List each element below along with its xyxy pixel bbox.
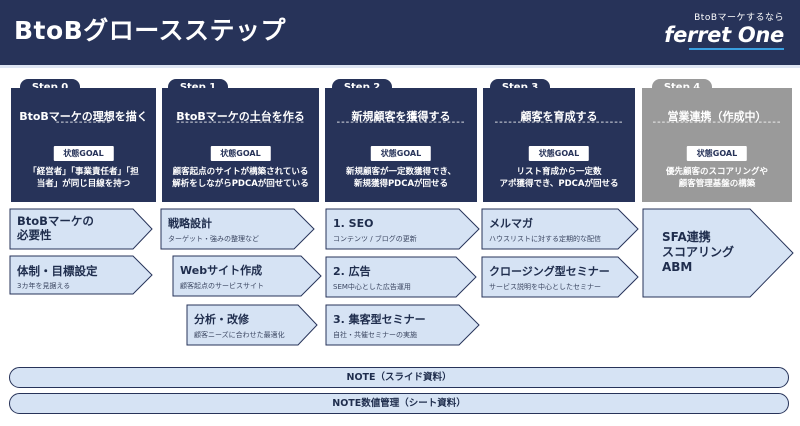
- step-2-goal-text: 新規顧客が一定数獲得でき、 新規獲得PDCAが回せる: [346, 167, 456, 189]
- step-2-item-seminar: 3. 集客型セミナー 自社・共催セミナーの実施: [325, 304, 480, 346]
- brand-logo: BtoBマーケするなら ferret One: [664, 10, 784, 50]
- step-4-item-sales-title: SFA連携 スコアリング ABM: [662, 230, 735, 274]
- step-1-goal-badge: 状態GOAL: [210, 146, 271, 161]
- step-1-goal-text: 顧客起点のサイトが構築されている 解析をしながらPDCAが回せている: [172, 167, 309, 189]
- step-1-divider: ----------------------------: [175, 118, 306, 128]
- step-1-item-strategy-sub: ターゲット・強みの整理など: [168, 235, 259, 243]
- step-3-item-newsletter: メルマガ ハウスリストに対する定期的な配信: [481, 208, 639, 250]
- step-3-divider: ----------------------------: [494, 118, 624, 128]
- step-1-panel: BtoBマーケの土台を作る --------------------------…: [162, 88, 319, 202]
- step-0-divider: ------------: [55, 118, 112, 128]
- step-0-item-structure-sub: 3カ年を見据える: [17, 282, 71, 290]
- step-2-item-ads: 2. 広告 SEM中心とした広告運用: [325, 256, 477, 298]
- step-2-item-seo: 1. SEO コンテンツ / ブログの更新: [325, 208, 480, 250]
- step-3-panel: 顧客を育成する ---------------------------- 状態G…: [483, 88, 635, 202]
- step-2-panel: 新規顧客を獲得する ---------------------------- 状…: [325, 88, 477, 202]
- step-2-item-seminar-title: 3. 集客型セミナー: [333, 313, 426, 326]
- step-3-item-newsletter-title: メルマガ: [489, 217, 533, 230]
- step-3-item-newsletter-sub: ハウスリストに対する定期的な配信: [489, 235, 601, 243]
- step-2-title: 新規顧客を獲得する: [351, 110, 451, 123]
- step-1-item-analysis: 分析・改修 顧客ニーズに合わせた最適化: [186, 304, 318, 346]
- step-2-item-seminar-sub: 自社・共催セミナーの実施: [333, 331, 417, 339]
- step-0-goal-text: 「経営者」「事業責任者」「担 当者」が同じ目線を持つ: [28, 167, 139, 189]
- step-3-title: 顧客を育成する: [520, 110, 598, 123]
- step-4-title: 営業連携（作成中）: [667, 110, 767, 123]
- step-0-item-necessity-title: BtoBマーケの 必要性: [17, 214, 94, 242]
- step-4-goal-badge: 状態GOAL: [686, 146, 748, 161]
- header-divider: [0, 65, 800, 68]
- brand-logo-text: ferret One: [664, 23, 784, 47]
- page-title: BtoBグロースステップ: [14, 16, 286, 45]
- step-3-item-closing-seminar-sub: サービス説明を中心としたセミナー: [489, 283, 601, 291]
- step-4-divider: ----------------------------: [652, 118, 782, 128]
- step-2-item-seo-title: 1. SEO: [333, 217, 374, 230]
- step-1-title: BtoBマーケの土台を作る: [176, 110, 305, 123]
- step-3-goal-text: リスト育成から一定数 アポ獲得でき、PDCAが回せる: [499, 167, 619, 189]
- step-0-panel: BtoBマーケの理想を描く ------------ 状態GOAL 「経営者」「…: [11, 88, 156, 202]
- step-1-item-analysis-sub: 顧客ニーズに合わせた最適化: [194, 331, 285, 339]
- step-1-item-website: Webサイト作成 顧客起点のサービスサイト: [172, 255, 322, 297]
- step-3-item-closing-seminar: クロージング型セミナー サービス説明を中心としたセミナー: [481, 256, 639, 298]
- step-0-item-structure-title: 体制・目標設定: [17, 264, 98, 278]
- step-2-item-seo-sub: コンテンツ / ブログの更新: [333, 235, 417, 243]
- header-bar: BtoBグロースステップ BtoBマーケするなら ferret One: [0, 0, 800, 65]
- step-2-goal-badge: 状態GOAL: [370, 146, 432, 161]
- step-3-item-closing-seminar-title: クロージング型セミナー: [489, 265, 610, 278]
- step-1-item-analysis-title: 分析・改修: [194, 313, 249, 326]
- step-2-divider: ----------------------------: [336, 118, 466, 128]
- brand-underline: [689, 48, 784, 50]
- step-3-goal-badge: 状態GOAL: [528, 146, 590, 161]
- step-0-goal-badge: 状態GOAL: [53, 146, 114, 161]
- step-0-item-structure: 体制・目標設定 3カ年を見据える: [9, 255, 153, 295]
- note-slides-bar: NOTE（スライド資料）: [9, 367, 789, 388]
- brand-tagline: BtoBマーケするなら: [694, 13, 784, 23]
- step-0-title: BtoBマーケの理想を描く: [19, 110, 148, 123]
- step-1-item-strategy: 戦略設計 ターゲット・強みの整理など: [160, 208, 315, 250]
- step-4-item-sales: SFA連携 スコアリング ABM: [642, 208, 794, 298]
- step-4-goal-text: 優先顧客のスコアリングや 顧客管理基盤の構築: [665, 167, 768, 189]
- step-1-item-strategy-title: 戦略設計: [168, 217, 212, 230]
- step-4-panel: 営業連携（作成中） ---------------------------- 状…: [642, 88, 792, 202]
- step-1-item-website-sub: 顧客起点のサービスサイト: [180, 282, 264, 290]
- note-metrics-bar: NOTE数値管理（シート資料）: [9, 393, 789, 414]
- step-2-item-ads-title: 2. 広告: [333, 265, 371, 278]
- step-1-item-website-title: Webサイト作成: [180, 264, 263, 277]
- step-0-item-necessity: BtoBマーケの 必要性: [9, 208, 153, 250]
- step-2-item-ads-sub: SEM中心とした広告運用: [333, 283, 411, 291]
